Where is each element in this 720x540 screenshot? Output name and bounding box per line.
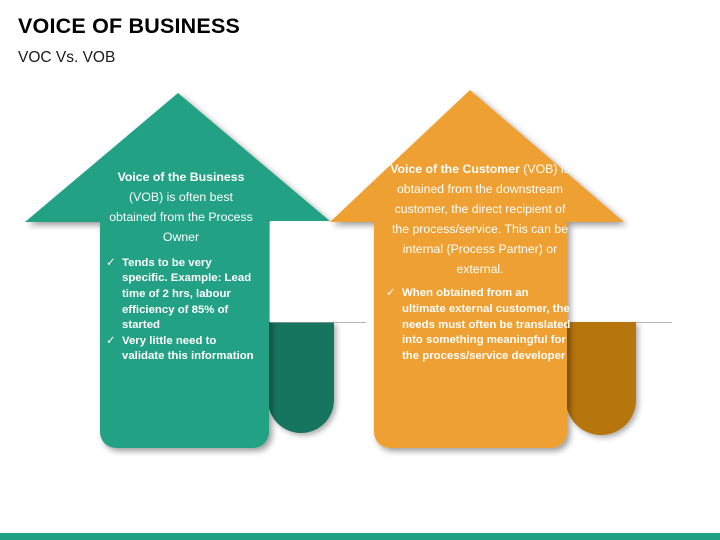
right-house-text-block: Voice of the Customer (VOB) is obtained … xyxy=(386,160,574,365)
left-house-white-notch xyxy=(270,221,366,322)
list-item: ✓ Tends to be very specific. Example: Le… xyxy=(106,256,256,334)
check-icon: ✓ xyxy=(386,287,396,300)
left-house-arrow xyxy=(25,93,331,448)
list-item-label: Very little need to validate this inform… xyxy=(122,334,254,363)
left-house-bullets: ✓ Tends to be very specific. Example: Le… xyxy=(106,256,256,365)
check-icon: ✓ xyxy=(106,334,116,347)
right-house-heading: Voice of the Customer (VOB) is obtained … xyxy=(386,160,574,279)
list-item: ✓ Very little need to validate this info… xyxy=(106,334,256,365)
check-icon: ✓ xyxy=(106,256,116,269)
left-house-heading-rest: (VOB) is often best obtained from the Pr… xyxy=(109,189,253,244)
left-house-heading: Voice of the Business (VOB) is often bes… xyxy=(106,168,256,248)
right-house-arrow xyxy=(330,90,624,448)
page-title: VOICE OF BUSINESS xyxy=(18,14,241,38)
left-house-heading-lead: Voice of the Business xyxy=(117,170,245,184)
right-house-heading-rest: (VOB) is obtained from the downstream cu… xyxy=(391,162,570,276)
list-item-label: When obtained from an ultimate external … xyxy=(402,287,571,362)
right-house-heading-lead: Voice of the Customer xyxy=(390,162,520,176)
list-item: ✓ When obtained from an ultimate externa… xyxy=(386,286,574,364)
footer-accent-bar xyxy=(0,533,720,540)
right-house-bullets: ✓ When obtained from an ultimate externa… xyxy=(386,286,574,364)
page-subtitle: VOC Vs. VOB xyxy=(18,49,116,66)
left-house-text-block: Voice of the Business (VOB) is often bes… xyxy=(106,168,256,365)
list-item-label: Tends to be very specific. Example: Lead… xyxy=(122,256,252,332)
left-house-back-pillar xyxy=(268,322,334,433)
right-house-back-pillar xyxy=(566,322,636,435)
